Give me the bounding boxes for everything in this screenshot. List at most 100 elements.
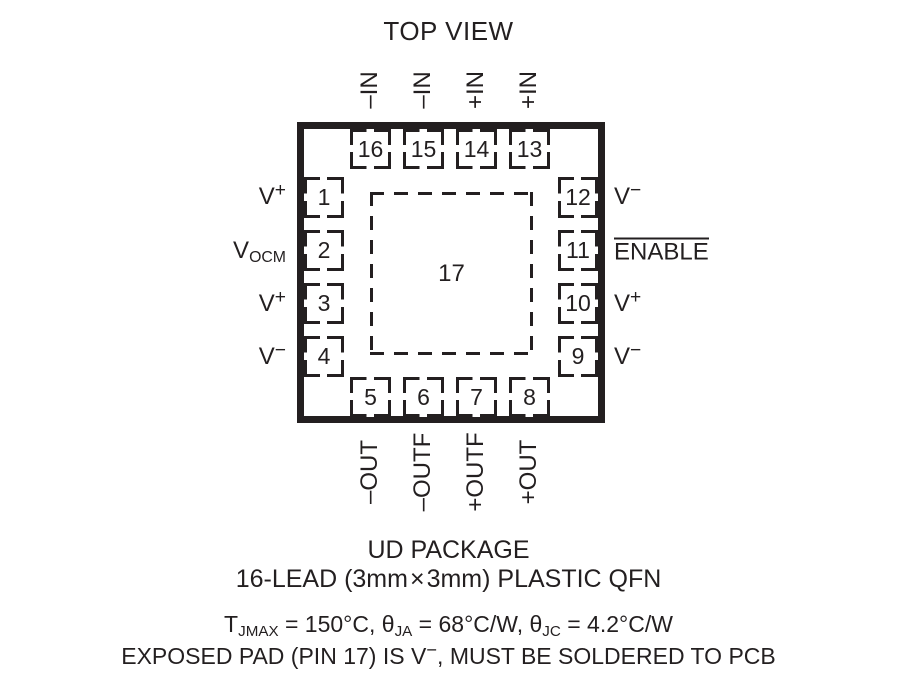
pin-edge-top (304, 336, 344, 339)
pin-pad-13[interactable]: 13 (509, 129, 550, 169)
pin-edge-left (403, 377, 406, 417)
pin-edge-left (304, 336, 307, 377)
pin-number-16: 16 (357, 135, 384, 162)
pin-number-6: 6 (417, 383, 430, 410)
signal-label-pin-11: ENABLE (614, 237, 709, 266)
pin-edge-left (558, 283, 561, 324)
pin-edge-right (388, 377, 391, 417)
pin-number-13: 13 (516, 135, 543, 162)
pin-pad-1[interactable]: 1 (304, 177, 344, 218)
pin-edge-top (304, 177, 344, 180)
pin-pad-10[interactable]: 10 (558, 283, 598, 324)
pin-number-7: 7 (470, 383, 483, 410)
pin-number-12: 12 (565, 184, 591, 210)
exposed-pad-pin-number: 17 (438, 259, 465, 287)
pin-pad-5[interactable]: 5 (350, 377, 391, 417)
pin-number-5: 5 (364, 383, 377, 410)
pin-pad-2[interactable]: 2 (304, 230, 344, 271)
pin-edge-top (558, 336, 598, 339)
pin-edge-right (441, 129, 444, 169)
pin-pad-6[interactable]: 6 (403, 377, 444, 417)
pin-edge-right (595, 336, 598, 377)
pin-edge-left (558, 230, 561, 271)
package-outline (297, 122, 605, 423)
pin-edge-bottom (403, 166, 444, 169)
caption-package-name: UD PACKAGE (367, 536, 530, 564)
exposed-pad-edge-left (370, 192, 373, 355)
pin-number-2: 2 (317, 237, 331, 263)
signal-label-pin-2: VOCM (233, 237, 286, 267)
signal-label-pin-10: V+ (614, 286, 642, 317)
pin-pad-8[interactable]: 8 (509, 377, 550, 417)
signal-label-pin-5: –OUT (356, 439, 383, 505)
pin-edge-left (304, 283, 307, 324)
caption-lead-count: 16-LEAD (3mm×3mm) PLASTIC QFN (235, 565, 662, 593)
pin-edge-left (509, 377, 512, 417)
pin-edge-right (341, 336, 344, 377)
signal-label-pin-13: +IN (515, 70, 542, 110)
pin-pad-4[interactable]: 4 (304, 336, 344, 377)
pin-edge-top (350, 129, 391, 132)
pin-edge-top (403, 377, 444, 380)
pin-edge-right (547, 129, 550, 169)
pin-pad-12[interactable]: 12 (558, 177, 598, 218)
pin-edge-top (304, 230, 344, 233)
pin-edge-top (456, 129, 497, 132)
pin-number-4: 4 (317, 343, 331, 369)
pin-number-14: 14 (463, 135, 490, 162)
page-title: TOP VIEW (383, 16, 514, 46)
pin-edge-bottom (350, 166, 391, 169)
signal-label-pin-7: +OUTF (462, 432, 489, 512)
signal-label-pin-4: V− (258, 339, 286, 370)
pin-edge-bottom (456, 414, 497, 417)
signal-label-pin-15: –IN (409, 71, 436, 109)
pin-edge-right (494, 377, 497, 417)
pin-number-1: 1 (317, 184, 331, 210)
pin-edge-bottom (350, 414, 391, 417)
pin-edge-right (341, 283, 344, 324)
pin-edge-top (558, 177, 598, 180)
exposed-pad-edge-top (370, 192, 533, 195)
pin-edge-bottom (558, 268, 598, 271)
pin-edge-bottom (304, 268, 344, 271)
pin-edge-right (595, 177, 598, 218)
pin-edge-left (304, 230, 307, 271)
pin-edge-right (341, 177, 344, 218)
pin-pad-11[interactable]: 11 (558, 230, 598, 271)
pin-edge-right (441, 377, 444, 417)
pin-edge-right (595, 230, 598, 271)
pin-edge-top (558, 230, 598, 233)
pin-edge-right (341, 230, 344, 271)
pin-edge-bottom (558, 374, 598, 377)
pin-edge-left (304, 177, 307, 218)
pin-edge-left (350, 129, 353, 169)
pin-edge-bottom (558, 215, 598, 218)
exposed-pad-edge-bottom (370, 352, 533, 355)
pin-edge-top (558, 283, 598, 286)
pin-pad-14[interactable]: 14 (456, 129, 497, 169)
pin-edge-bottom (509, 166, 550, 169)
signal-label-pin-16: –IN (356, 71, 383, 109)
pin-number-11: 11 (566, 237, 590, 263)
pin-edge-bottom (403, 414, 444, 417)
signal-label-pin-12: V− (614, 179, 642, 210)
pin-edge-left (456, 377, 459, 417)
pin-edge-right (547, 377, 550, 417)
pin-pad-15[interactable]: 15 (403, 129, 444, 169)
pin-pad-16[interactable]: 16 (350, 129, 391, 169)
pin-edge-bottom (304, 215, 344, 218)
pin-pad-7[interactable]: 7 (456, 377, 497, 417)
signal-label-pin-6: –OUTF (409, 432, 436, 512)
pin-edge-left (403, 129, 406, 169)
pin-edge-bottom (558, 321, 598, 324)
pin-edge-top (509, 129, 550, 132)
caption-thermal-specs: TJMAX = 150°C, θJA = 68°C/W, θJC = 4.2°C… (224, 611, 673, 641)
pin-pad-9[interactable]: 9 (558, 336, 598, 377)
pin-edge-left (558, 177, 561, 218)
pin-number-3: 3 (317, 290, 331, 316)
pin-edge-right (595, 283, 598, 324)
pin-edge-bottom (456, 166, 497, 169)
pin-pad-3[interactable]: 3 (304, 283, 344, 324)
signal-label-pin-1: V+ (258, 179, 286, 210)
